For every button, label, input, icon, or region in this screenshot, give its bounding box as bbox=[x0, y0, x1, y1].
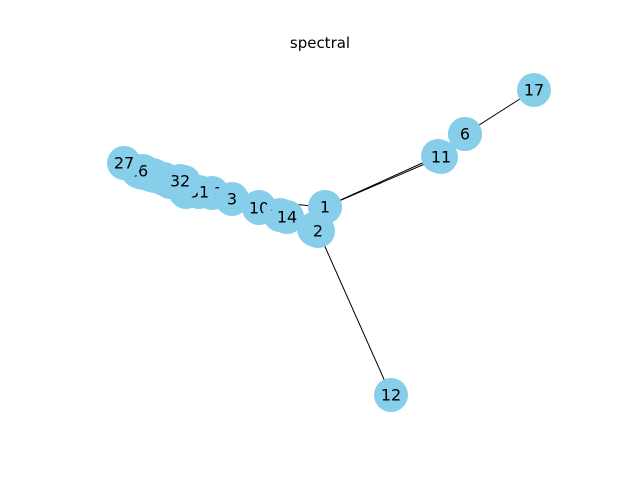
node-circle bbox=[517, 73, 551, 107]
node-label: 11 bbox=[431, 148, 451, 167]
node-label: 2 bbox=[313, 222, 323, 241]
node-label: 12 bbox=[381, 386, 401, 405]
node-circle bbox=[448, 117, 482, 151]
node-circle bbox=[270, 200, 304, 234]
node-label: 14 bbox=[277, 208, 297, 227]
node-label: 6 bbox=[460, 125, 470, 144]
node-label: 1 bbox=[320, 198, 330, 217]
node-label: 32 bbox=[170, 172, 190, 191]
node-6: 6 bbox=[448, 117, 482, 151]
node-layer: 4131931321332932249258152630162720102314… bbox=[107, 73, 551, 412]
node-14: 14 bbox=[270, 200, 304, 234]
node-circle bbox=[107, 146, 141, 180]
edge-layer bbox=[231, 89, 535, 396]
node-circle bbox=[374, 378, 408, 412]
node-circle bbox=[308, 190, 342, 224]
node-3: 3 bbox=[215, 182, 249, 216]
node-27: 27 bbox=[107, 146, 141, 180]
node-17: 17 bbox=[517, 73, 551, 107]
edge-2-12 bbox=[317, 230, 392, 396]
edge-1-5 bbox=[324, 155, 439, 208]
node-1: 1 bbox=[308, 190, 342, 224]
node-label: 3 bbox=[227, 190, 237, 209]
graph-title: spectral bbox=[289, 34, 351, 52]
node-label: 17 bbox=[524, 81, 544, 100]
node-11: 11 bbox=[424, 140, 458, 174]
node-circle bbox=[215, 182, 249, 216]
node-circle bbox=[424, 140, 458, 174]
node-label: 27 bbox=[114, 154, 134, 173]
node-12: 12 bbox=[374, 378, 408, 412]
